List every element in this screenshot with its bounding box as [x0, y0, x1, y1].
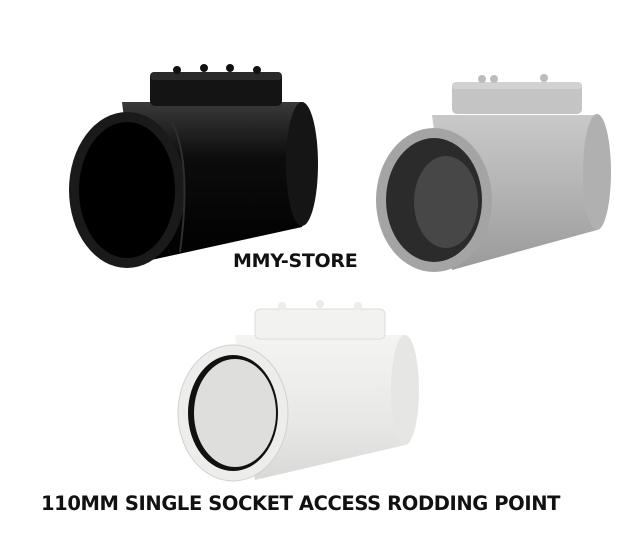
pipe-fitting-grey-icon	[376, 74, 611, 272]
product-caption: 110MM SINGLE SOCKET ACCESS RODDING POINT	[41, 492, 561, 515]
product-image-black	[62, 62, 332, 277]
store-name: MMY-STORE	[233, 250, 358, 272]
pipe-fitting-black-icon	[69, 64, 318, 268]
product-image-white	[175, 295, 430, 485]
pipe-fitting-white-icon	[177, 300, 419, 482]
product-image-grey	[372, 70, 622, 275]
